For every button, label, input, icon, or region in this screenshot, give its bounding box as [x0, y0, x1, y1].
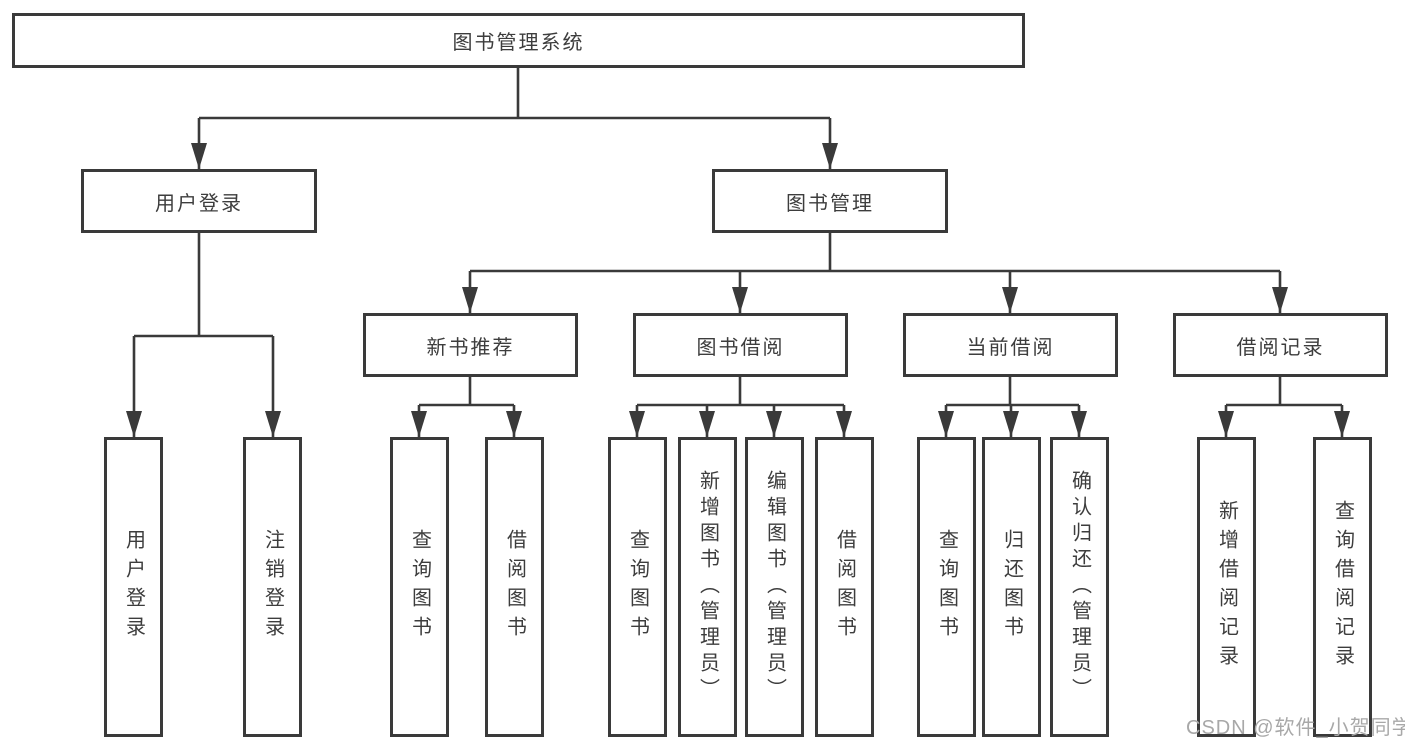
node-leaf-user-login: 用户登录: [104, 437, 163, 737]
node-root-label: 图书管理系统: [452, 32, 585, 54]
node-leaf-query-borrow-record: 查询借阅记录: [1313, 437, 1372, 737]
node-book-management: 图书管理: [712, 169, 948, 233]
node-user-login: 用户登录: [81, 169, 317, 233]
node-leaf-confirm-return-admin: 确认归还（管理员）: [1050, 437, 1109, 737]
node-new-book-recommend: 新书推荐: [363, 313, 578, 377]
node-leaf-add-books-admin-label: 新增图书（管理员）: [696, 470, 719, 704]
node-leaf-query-books-borrow: 查询图书: [608, 437, 667, 737]
node-leaf-query-books-recommend: 查询图书: [390, 437, 449, 737]
node-book-borrow-label: 图书借阅: [696, 336, 785, 359]
node-leaf-query-books-recommend-label: 查询图书: [408, 529, 431, 645]
node-leaf-return-books-label: 归还图书: [1000, 529, 1023, 645]
node-leaf-edit-books-admin-label: 编辑图书（管理员）: [763, 470, 786, 704]
node-current-borrow: 当前借阅: [903, 313, 1118, 377]
node-leaf-borrow-books-recommend-label: 借阅图书: [503, 529, 526, 645]
node-book-borrow: 图书借阅: [633, 313, 848, 377]
node-leaf-query-books-current: 查询图书: [917, 437, 976, 737]
node-leaf-borrow-books: 借阅图书: [815, 437, 874, 737]
node-leaf-return-books: 归还图书: [982, 437, 1041, 737]
node-leaf-add-books-admin: 新增图书（管理员）: [678, 437, 737, 737]
node-leaf-borrow-books-label: 借阅图书: [833, 529, 856, 645]
node-leaf-edit-books-admin: 编辑图书（管理员）: [745, 437, 804, 737]
node-leaf-borrow-books-recommend: 借阅图书: [485, 437, 544, 737]
node-leaf-logout-label: 注销登录: [261, 529, 284, 645]
node-borrow-records: 借阅记录: [1173, 313, 1388, 377]
node-leaf-confirm-return-admin-label: 确认归还（管理员）: [1068, 470, 1091, 704]
csdn-watermark: CSDN @软件_小贺同学: [1186, 717, 1405, 739]
node-leaf-query-borrow-record-label: 查询借阅记录: [1331, 500, 1354, 674]
node-leaf-add-borrow-record-label: 新增借阅记录: [1215, 500, 1238, 674]
node-leaf-add-borrow-record: 新增借阅记录: [1197, 437, 1256, 737]
node-leaf-query-books-borrow-label: 查询图书: [626, 529, 649, 645]
node-leaf-logout: 注销登录: [243, 437, 302, 737]
node-new-book-recommend-label: 新书推荐: [426, 336, 515, 359]
node-user-login-label: 用户登录: [155, 192, 243, 215]
node-current-borrow-label: 当前借阅: [966, 336, 1055, 359]
node-leaf-user-login-label: 用户登录: [122, 529, 145, 645]
node-leaf-query-books-current-label: 查询图书: [935, 529, 958, 645]
node-book-management-label: 图书管理: [786, 192, 874, 215]
node-root-system: 图书管理系统: [12, 13, 1025, 68]
node-borrow-records-label: 借阅记录: [1236, 336, 1325, 359]
